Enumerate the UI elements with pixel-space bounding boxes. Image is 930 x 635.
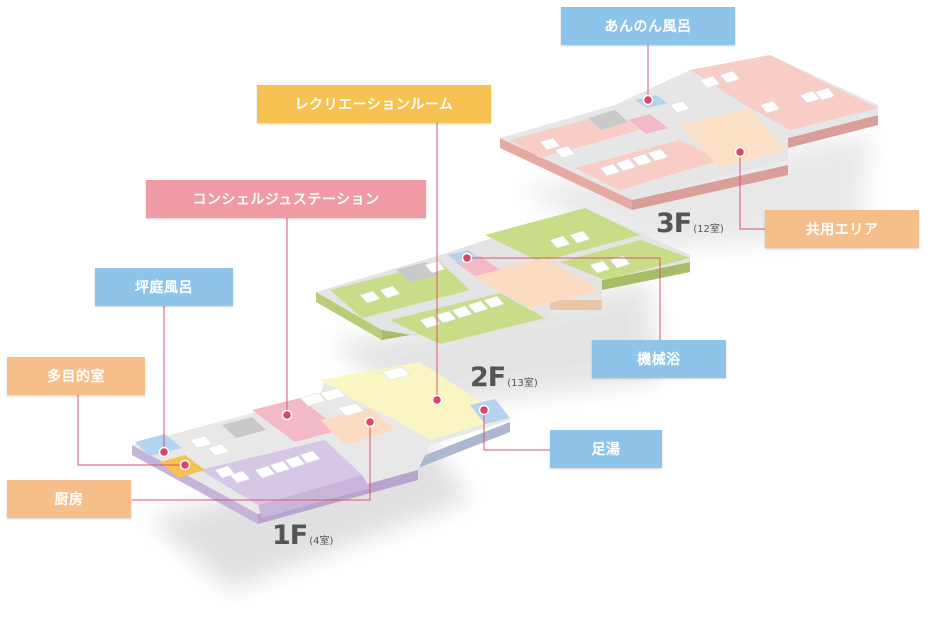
location-dots [158,94,746,471]
dot-tamokuteki [179,459,191,471]
floor-label-3f: 3F (12室) [656,208,724,239]
label-kikai-yoku: 機械浴 [592,340,726,378]
floor-rooms-1f: (4室) [309,536,334,547]
label-kyoyo-area: 共用エリア [765,210,919,248]
floor-1f-plan [132,362,510,524]
leader-lines [77,45,765,501]
dot-ashiyu [478,404,490,416]
dot-recreation [431,394,443,406]
dot-concierge [281,409,293,421]
floor-name-2f: 2F [470,362,506,393]
leader-chubo [132,422,371,501]
label-ashiyu: 足湯 [550,430,662,468]
floor-2f-plan [316,208,690,345]
floor-label-2f: 2F (13室) [470,362,538,393]
floor-name-3f: 3F [656,208,692,239]
label-concierge-station: コンシェルジュステーション [146,180,426,218]
label-tamokuteki-shitsu: 多目的室 [7,357,145,395]
leader-ashiyu [483,410,550,451]
floor-label-1f: 1F (4室) [272,520,333,551]
dot-tsubo [158,446,170,458]
label-tsubo-niwa-furo: 坪庭風呂 [95,268,233,306]
dot-kikai [461,252,473,264]
dot-chubo [364,416,376,428]
leader-tamokuteki [77,395,185,466]
label-annon-furo: あんのん風呂 [561,7,735,45]
label-chubo: 厨房 [7,480,131,518]
leader-kyoyo [739,152,765,230]
floor-rooms-2f: (13室) [507,378,538,389]
dot-annon-furo [642,94,654,106]
floor-rooms-3f: (12室) [693,224,724,235]
dot-kyoyo [734,146,746,158]
label-recreation-room: レクリエーションルーム [257,85,491,123]
floor-name-1f: 1F [272,520,308,551]
leader-kikai [467,257,661,340]
floor-3f-plan [500,55,878,210]
